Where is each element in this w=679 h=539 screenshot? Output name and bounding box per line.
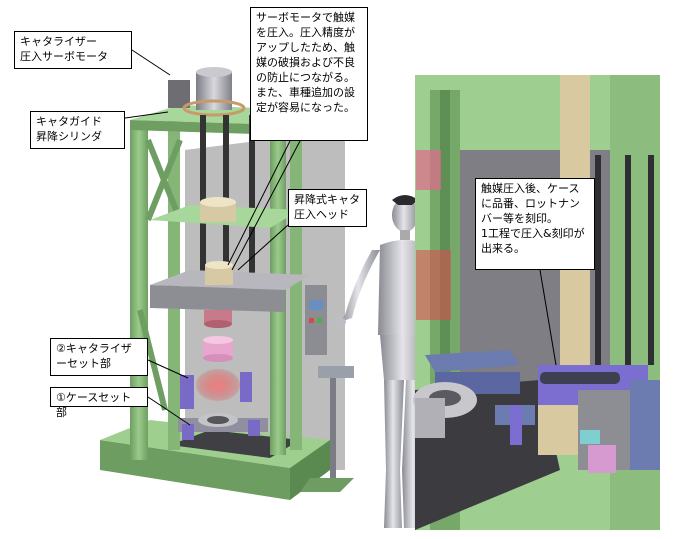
top-cylinder-housing	[196, 72, 232, 110]
pulley-ring	[182, 99, 246, 117]
control-panel	[305, 285, 327, 355]
catalyzer-top	[203, 336, 233, 344]
leader-catalyzer-set	[147, 359, 189, 379]
brace-3	[137, 309, 168, 411]
case-holder-post	[510, 405, 522, 445]
pedestal-post	[330, 378, 336, 478]
rod-1	[595, 155, 601, 365]
head	[392, 198, 418, 232]
callout-lift-head: 昇降式キャタ 圧入ヘッド	[288, 189, 367, 227]
catalyzer	[203, 340, 233, 358]
case-body	[415, 398, 445, 438]
top-plate-edge	[130, 120, 286, 135]
guide-rod-left	[200, 115, 206, 275]
neck	[400, 230, 410, 240]
guide-cylinder-top	[200, 197, 236, 207]
leader-lift-head	[237, 224, 289, 271]
stop-button	[309, 318, 314, 323]
rod-2	[625, 155, 631, 365]
callout-catalyzer-set: ②キャタライザーセット部	[50, 338, 148, 376]
stamping-rod	[540, 372, 620, 384]
guide-cylinder-block	[200, 202, 236, 222]
callout-guide-cylinder: キャタガイド 昇降シリンダ	[30, 111, 125, 149]
leader-motor	[131, 49, 171, 76]
case-set-hole	[207, 416, 229, 424]
pedestal-base	[300, 478, 354, 492]
catalyzer-set-clamp-right	[240, 372, 252, 402]
leader-stamp	[539, 269, 557, 366]
leader-case-set	[147, 396, 191, 426]
stamp-block	[588, 445, 616, 473]
leader-lines	[124, 49, 557, 426]
press-head-plate-front	[150, 285, 285, 312]
arm-left	[340, 250, 380, 322]
catalyzer-bottom	[203, 354, 233, 362]
hand	[330, 317, 346, 327]
leader-guide-cylinder	[124, 111, 169, 119]
press-tool	[204, 310, 232, 324]
lift-head-top	[205, 261, 233, 269]
cap	[392, 195, 418, 205]
inner-floor	[170, 430, 300, 458]
pedestal-top	[318, 366, 354, 378]
control-display	[309, 300, 323, 310]
catalyzer-servo-motor	[168, 80, 190, 108]
start-button	[317, 318, 322, 323]
rod-3	[648, 155, 654, 365]
catalyzer-set-glow	[196, 369, 240, 401]
frame-column-front-left	[130, 125, 148, 460]
lift-head-block	[205, 265, 233, 285]
guide-rod-back	[249, 115, 255, 275]
callout-case-set: ①ケースセット部	[50, 387, 148, 419]
right-blue-block	[630, 380, 660, 470]
clamp-top	[425, 350, 520, 372]
red-glow-top	[416, 150, 441, 190]
leg-left	[384, 380, 404, 528]
guide-rod-right	[223, 115, 229, 275]
brace-2	[145, 138, 183, 222]
callout-catalyzer-servo-motor: キャタライザー 圧入サーボモータ	[14, 31, 132, 69]
stamp-head	[538, 405, 578, 455]
red-glow-mid	[416, 250, 451, 320]
catalyzer-set-clamp-left	[180, 375, 194, 409]
top-cylinder-cap	[196, 67, 232, 77]
case-set-clamp-right	[248, 420, 260, 436]
right-closeup	[413, 75, 660, 530]
callout-servo-description: サーボモータで触媒を圧入。圧入精度がアップしたため、触媒の破損および不良の防止に…	[250, 7, 368, 141]
press-tool-bottom	[204, 320, 232, 328]
case-set-clamp-left	[182, 424, 194, 440]
stamp-sensor	[580, 430, 600, 444]
callout-stamp-description: 触媒圧入後、ケースに品番、ロットナンバー等を刻印。 1工程で圧入&刻印が出来る。	[475, 178, 595, 270]
leader-servo-2	[231, 140, 301, 271]
leader-servo-1	[227, 140, 291, 266]
base-side	[290, 440, 330, 500]
